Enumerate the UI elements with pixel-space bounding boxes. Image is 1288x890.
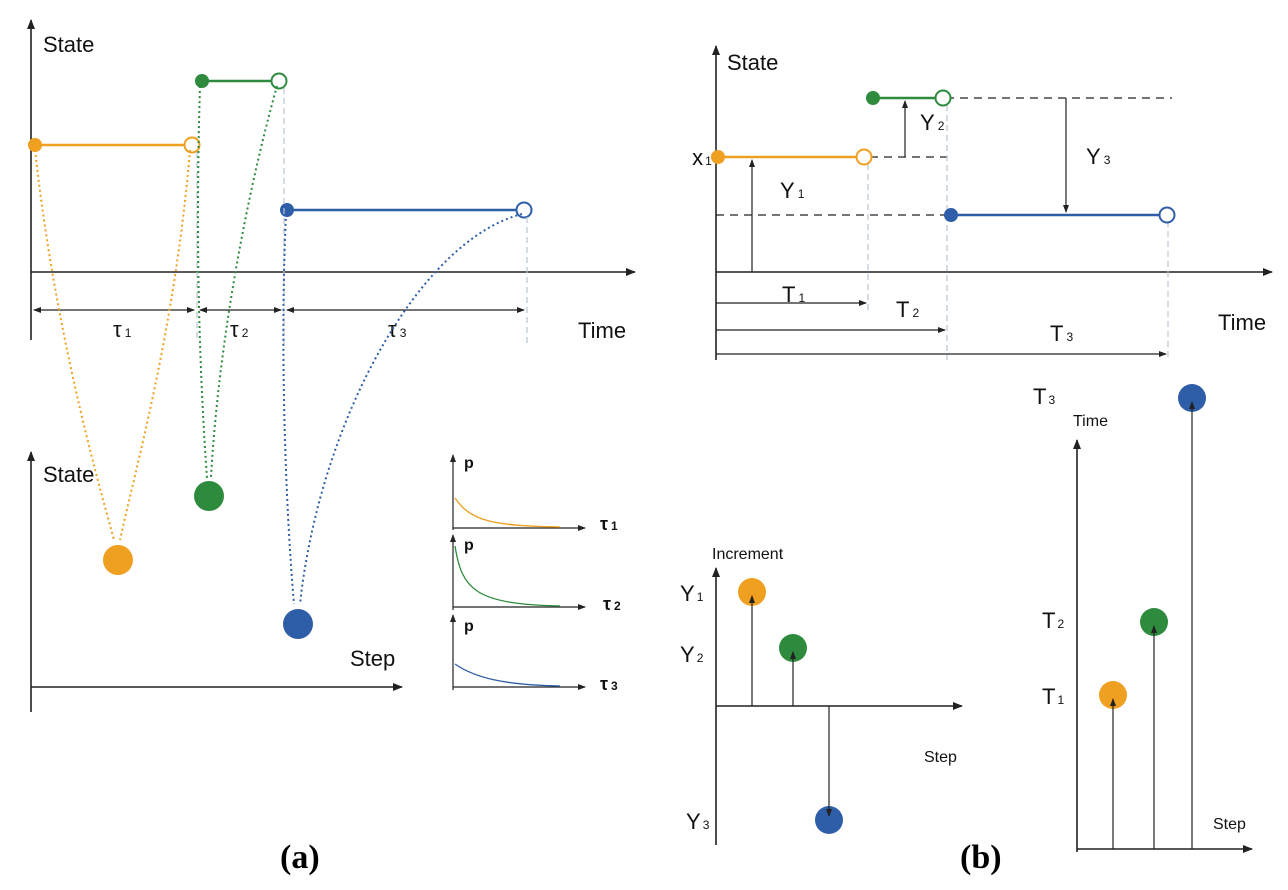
time-xlabel: Step bbox=[1213, 816, 1246, 833]
time-point-3 bbox=[1178, 384, 1206, 412]
a-step-point-3 bbox=[283, 609, 313, 639]
mini-2-ylabel: p bbox=[464, 537, 474, 554]
a-curve-orange-left bbox=[34, 149, 115, 541]
a-top-ylabel: State bbox=[43, 32, 94, 57]
mini-2-curve bbox=[454, 545, 561, 607]
mini-3-ylabel: p bbox=[464, 618, 474, 635]
a-connector-curves bbox=[34, 85, 523, 605]
a-step-point-1 bbox=[103, 545, 133, 575]
b-state-start-3 bbox=[944, 208, 958, 222]
time-ylabel: Time bbox=[1073, 413, 1108, 430]
b-top-ylabel: State bbox=[727, 50, 778, 75]
inc-point-3 bbox=[815, 806, 843, 834]
a-state-start-1 bbox=[28, 138, 42, 152]
panel-a-label: (a) bbox=[280, 839, 320, 876]
a-curve-orange-right bbox=[119, 149, 191, 541]
b-state-start-1 bbox=[711, 150, 725, 164]
a-bottom-xlabel: Step bbox=[350, 646, 395, 671]
a-curve-green-right bbox=[210, 85, 278, 479]
a-state-end-3 bbox=[515, 201, 533, 219]
mini-1-ylabel: p bbox=[464, 455, 474, 472]
a-bottom-ylabel: State bbox=[43, 462, 94, 487]
a-state-end-1 bbox=[183, 136, 201, 154]
mini-1-curve bbox=[454, 497, 561, 528]
a-curve-blue-right bbox=[299, 213, 523, 605]
mini-3-curve bbox=[454, 663, 561, 687]
a-curve-green-left bbox=[196, 85, 208, 479]
a-curve-blue-left bbox=[282, 213, 295, 605]
b-state-end-2 bbox=[934, 89, 952, 107]
b-top-xlabel: Time bbox=[1218, 310, 1266, 335]
inc-point-1 bbox=[738, 578, 766, 606]
a-top-xlabel: Time bbox=[578, 318, 626, 343]
a-state-end-2 bbox=[270, 72, 288, 90]
panel-a-bottom-plot: State Step bbox=[27, 451, 403, 712]
b-state-end-3 bbox=[1158, 206, 1176, 224]
b-state-start-2 bbox=[866, 91, 880, 105]
inc-point-2 bbox=[779, 634, 807, 662]
a-state-start-3 bbox=[280, 203, 294, 217]
time-point-2 bbox=[1140, 608, 1168, 636]
time-point-1 bbox=[1099, 681, 1127, 709]
b-state-end-1 bbox=[855, 148, 873, 166]
a-state-start-2 bbox=[195, 74, 209, 88]
panel-b-label: (b) bbox=[960, 839, 1002, 876]
inc-xlabel: Step bbox=[924, 749, 957, 766]
inc-ylabel: Increment bbox=[712, 546, 784, 563]
a-step-point-2 bbox=[194, 481, 224, 511]
